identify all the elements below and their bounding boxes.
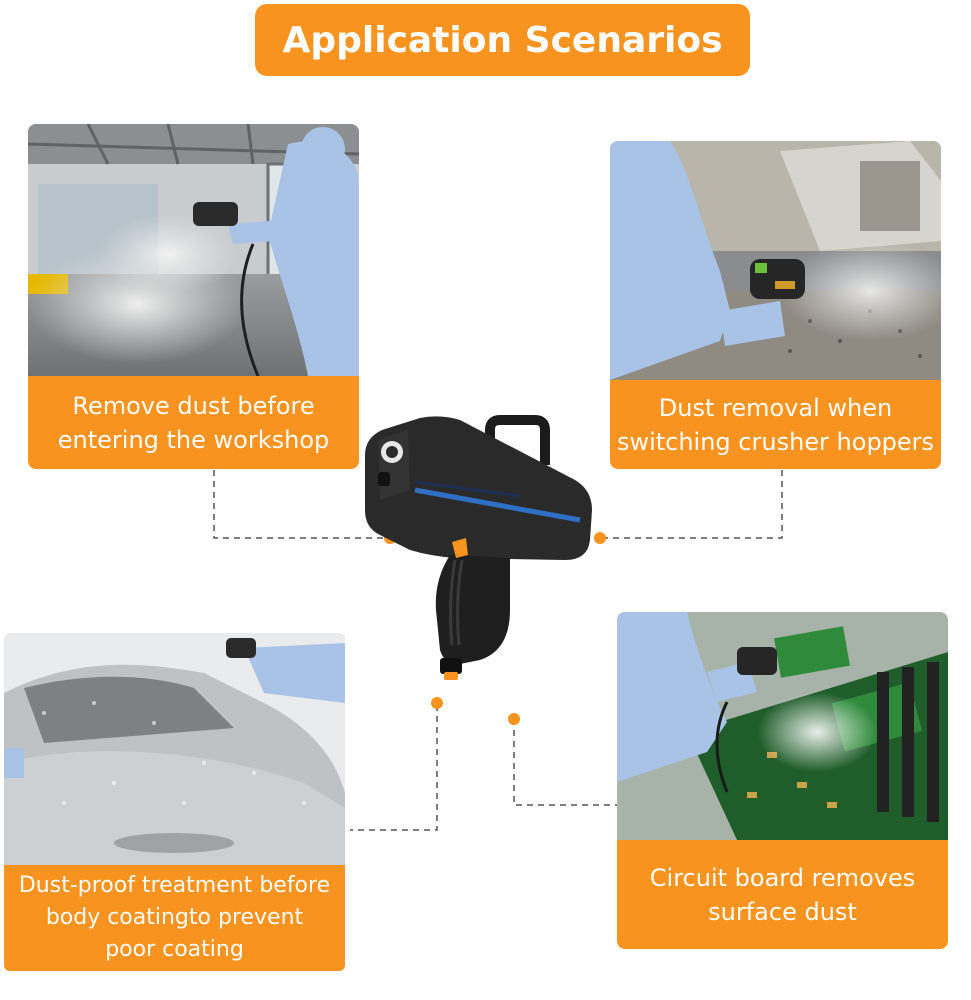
car-photo [4,633,345,865]
scenario-caption: Dust-proof treatment before body coating… [4,865,345,971]
caption-line: switching crusher hoppers [616,427,935,456]
caption-line: surface dust [708,897,857,926]
caption-line: Dust-proof treatment before [18,873,331,898]
scenario-card-crusher: Dust removal when switching crusher hopp… [610,141,941,469]
circuit-photo [617,612,948,840]
caption-line: Circuit board removes [649,863,916,892]
scenario-card-car: Dust-proof treatment before body coating… [4,633,345,971]
scenario-caption: Circuit board removes surface dust [617,840,948,949]
caption-line: entering the workshop [57,425,330,454]
connector-dot [508,713,520,725]
title-banner: Application Scenarios [255,4,750,76]
scenario-card-workshop: Remove dust before entering the workshop [28,124,359,469]
crusher-photo [610,141,941,380]
scenario-caption: Dust removal when switching crusher hopp… [610,380,941,469]
caption-line: body coatingto prevent [45,905,304,930]
connector-dot [594,532,606,544]
scenario-card-circuit: Circuit board removes surface dust [617,612,948,949]
caption-line: Remove dust before [72,391,315,420]
workshop-photo [28,124,359,376]
caption-line: Dust removal when [658,393,893,422]
page-title: Application Scenarios [282,19,723,61]
spray-gun-product [365,415,592,680]
connector-dot [431,697,443,709]
scenario-caption: Remove dust before entering the workshop [28,376,359,469]
caption-line: poor coating [105,937,244,962]
